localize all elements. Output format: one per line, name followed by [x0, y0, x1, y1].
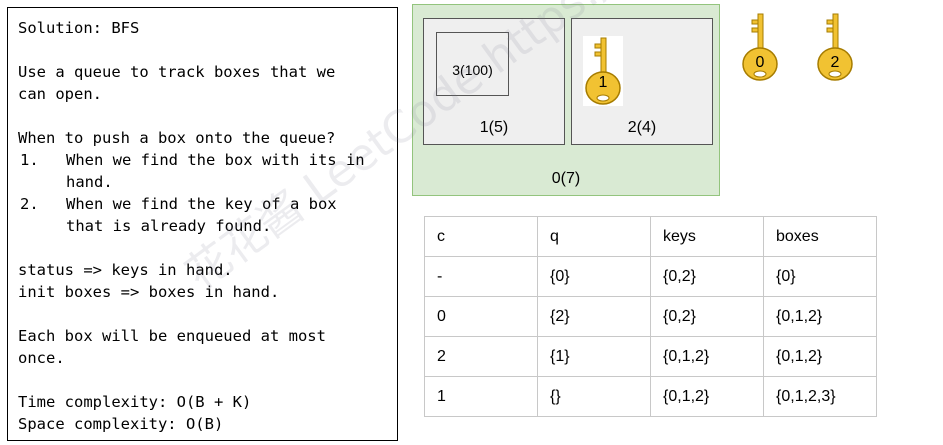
- table-cell: {0,2}: [650, 296, 764, 337]
- time-complexity: Time complexity: O(B + K): [18, 393, 252, 411]
- table-cell: {}: [537, 376, 651, 417]
- table-cell: {0,1,2,3}: [763, 376, 877, 417]
- list-item-text: When we find the box with its in hand.: [66, 151, 365, 191]
- header-cell: keys: [650, 216, 764, 257]
- box-0-label: 0(7): [551, 170, 581, 187]
- box-1-label: 1(5): [479, 119, 509, 136]
- table-cell: {0,1,2}: [763, 336, 877, 377]
- key-icon: 0: [740, 12, 780, 82]
- list-item: 1. When we find the box with its in hand…: [18, 149, 397, 193]
- table-cell: {0,2}: [650, 256, 764, 297]
- solution-title: Solution: BFS: [18, 19, 140, 37]
- key-label: 0: [755, 54, 765, 71]
- solution-text-panel: Solution: BFS Use a queue to track boxes…: [7, 7, 398, 441]
- list-item: 2. When we find the key of a box that is…: [18, 193, 397, 237]
- intro-line-1: Use a queue to track boxes that we: [18, 63, 336, 81]
- table-header-row: c q keys boxes: [424, 216, 877, 257]
- header-cell: c: [424, 216, 538, 257]
- table-cell: 0: [424, 296, 538, 337]
- enqueue-note-1: Each box will be enqueued at most: [18, 327, 326, 345]
- box-2: 1 2(4): [571, 18, 713, 145]
- table-cell: -: [424, 256, 538, 297]
- key-icon: 2: [815, 12, 855, 82]
- list-item-number: 1.: [20, 151, 39, 169]
- header-cell: q: [537, 216, 651, 257]
- key-label: 2: [830, 54, 840, 71]
- table-row: - {0} {0,2} {0}: [424, 256, 877, 297]
- box-3-label: 3(100): [452, 62, 493, 78]
- init-line: init boxes => boxes in hand.: [18, 283, 280, 301]
- key-label: 1: [598, 74, 608, 91]
- table-cell: {0}: [537, 256, 651, 297]
- table-cell: {0,1,2}: [650, 376, 764, 417]
- table-row: 0 {2} {0,2} {0,1,2}: [424, 296, 877, 337]
- table-cell: {0,1,2}: [763, 296, 877, 337]
- table-cell: 1: [424, 376, 538, 417]
- space-complexity: Space complexity: O(B): [18, 415, 224, 433]
- intro-line-2: can open.: [18, 85, 102, 103]
- status-line: status => keys in hand.: [18, 261, 233, 279]
- table-cell: {2}: [537, 296, 651, 337]
- table-cell: {0}: [763, 256, 877, 297]
- table-cell: {0,1,2}: [650, 336, 764, 377]
- key-icon: 1: [583, 36, 623, 106]
- enqueue-note-2: once.: [18, 349, 65, 367]
- table-row: 1 {} {0,1,2} {0,1,2,3}: [424, 376, 877, 417]
- box-2-label: 2(4): [627, 119, 657, 136]
- bfs-state-table: c q keys boxes - {0} {0,2} {0} 0 {2} {0,…: [424, 216, 877, 417]
- table-cell: {1}: [537, 336, 651, 377]
- question-line: When to push a box onto the queue?: [18, 129, 336, 147]
- table-row: 2 {1} {0,1,2} {0,1,2}: [424, 336, 877, 377]
- header-cell: boxes: [763, 216, 877, 257]
- box-1: 3(100) 1(5): [423, 18, 565, 145]
- box-0: 3(100) 1(5) 1 2(4) 0(7): [412, 4, 720, 196]
- list-item-number: 2.: [20, 195, 39, 213]
- list-item-text: When we find the key of a box that is al…: [66, 195, 337, 235]
- table-cell: 2: [424, 336, 538, 377]
- box-3: 3(100): [436, 32, 509, 96]
